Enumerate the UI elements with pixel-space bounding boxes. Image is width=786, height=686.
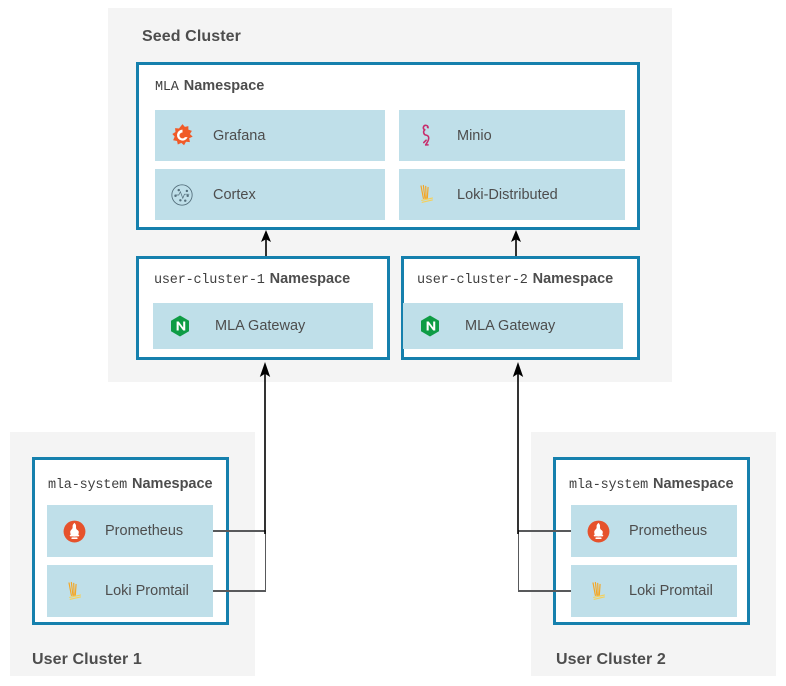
service-label: Minio — [457, 127, 492, 144]
nginx-icon — [167, 313, 193, 339]
seed-cluster-title: Seed Cluster — [142, 28, 242, 45]
connector-promtail-1 — [213, 590, 266, 592]
service-label: Grafana — [213, 127, 266, 144]
user-cluster-2-mla-system-header: mla-system Namespace — [569, 475, 734, 493]
namespace-suffix: Namespace — [653, 476, 734, 492]
namespace-suffix: Namespace — [132, 476, 213, 492]
mla-namespace-name: MLA — [155, 80, 179, 95]
loki-broom-icon — [413, 182, 439, 208]
user-cluster-1-title: User Cluster 1 — [32, 651, 142, 668]
namespace-name: user-cluster-2 — [417, 273, 528, 288]
arrow-gateway1-to-mla — [261, 230, 271, 258]
service-tile-loki-promtail-1[interactable]: Loki Promtail — [47, 565, 213, 617]
mla-namespace-suffix: Namespace — [183, 78, 265, 94]
service-label: Prometheus — [629, 523, 708, 539]
service-tile-grafana[interactable]: Grafana — [155, 110, 385, 161]
service-tile-prometheus-2[interactable]: Prometheus — [571, 505, 737, 557]
namespace-suffix: Namespace — [532, 271, 614, 287]
user-cluster-1-namespace-header: user-cluster-1 Namespace — [154, 270, 350, 288]
service-label: Loki Promtail — [629, 583, 713, 599]
namespace-suffix: Namespace — [269, 271, 351, 287]
arrow-gateway2-to-mla — [511, 230, 521, 258]
loki-broom-icon — [585, 578, 611, 604]
service-tile-loki-promtail-2[interactable]: Loki Promtail — [571, 565, 737, 617]
arrow-user-cluster-1-to-seed — [259, 362, 271, 534]
service-label: MLA Gateway — [465, 318, 556, 334]
user-cluster-2-title: User Cluster 2 — [556, 651, 666, 668]
connector-promtail-2 — [518, 590, 571, 592]
connector-vertical-join-2 — [517, 530, 520, 590]
grafana-icon — [169, 123, 195, 149]
nginx-icon — [417, 313, 443, 339]
service-label: Prometheus — [105, 523, 184, 539]
service-tile-prometheus-1[interactable]: Prometheus — [47, 505, 213, 557]
connector-prometheus-2 — [518, 530, 571, 532]
service-tile-loki-distributed[interactable]: Loki-Distributed — [399, 169, 625, 220]
connector-prometheus-1 — [213, 530, 266, 532]
prometheus-icon — [585, 518, 611, 544]
mla-namespace-header: MLA Namespace — [155, 77, 264, 95]
namespace-name: user-cluster-1 — [154, 273, 265, 288]
namespace-name: mla-system — [569, 478, 649, 493]
service-label: Loki Promtail — [105, 583, 189, 599]
service-tile-mla-gateway-1[interactable]: MLA Gateway — [153, 303, 373, 349]
service-label: MLA Gateway — [215, 318, 306, 334]
service-tile-cortex[interactable]: Cortex — [155, 169, 385, 220]
minio-flamingo-icon — [413, 123, 439, 149]
user-cluster-1-mla-system-header: mla-system Namespace — [48, 475, 213, 493]
service-label: Loki-Distributed — [457, 186, 558, 203]
service-tile-mla-gateway-2[interactable]: MLA Gateway — [403, 303, 623, 349]
cortex-icon — [169, 182, 195, 208]
loki-broom-icon — [61, 578, 87, 604]
service-label: Cortex — [213, 186, 256, 203]
namespace-name: mla-system — [48, 478, 128, 493]
service-tile-minio[interactable]: Minio — [399, 110, 625, 161]
connector-vertical-join-1 — [264, 530, 267, 590]
prometheus-icon — [61, 518, 87, 544]
user-cluster-2-namespace-header: user-cluster-2 Namespace — [417, 270, 613, 288]
arrow-user-cluster-2-to-seed — [512, 362, 524, 534]
